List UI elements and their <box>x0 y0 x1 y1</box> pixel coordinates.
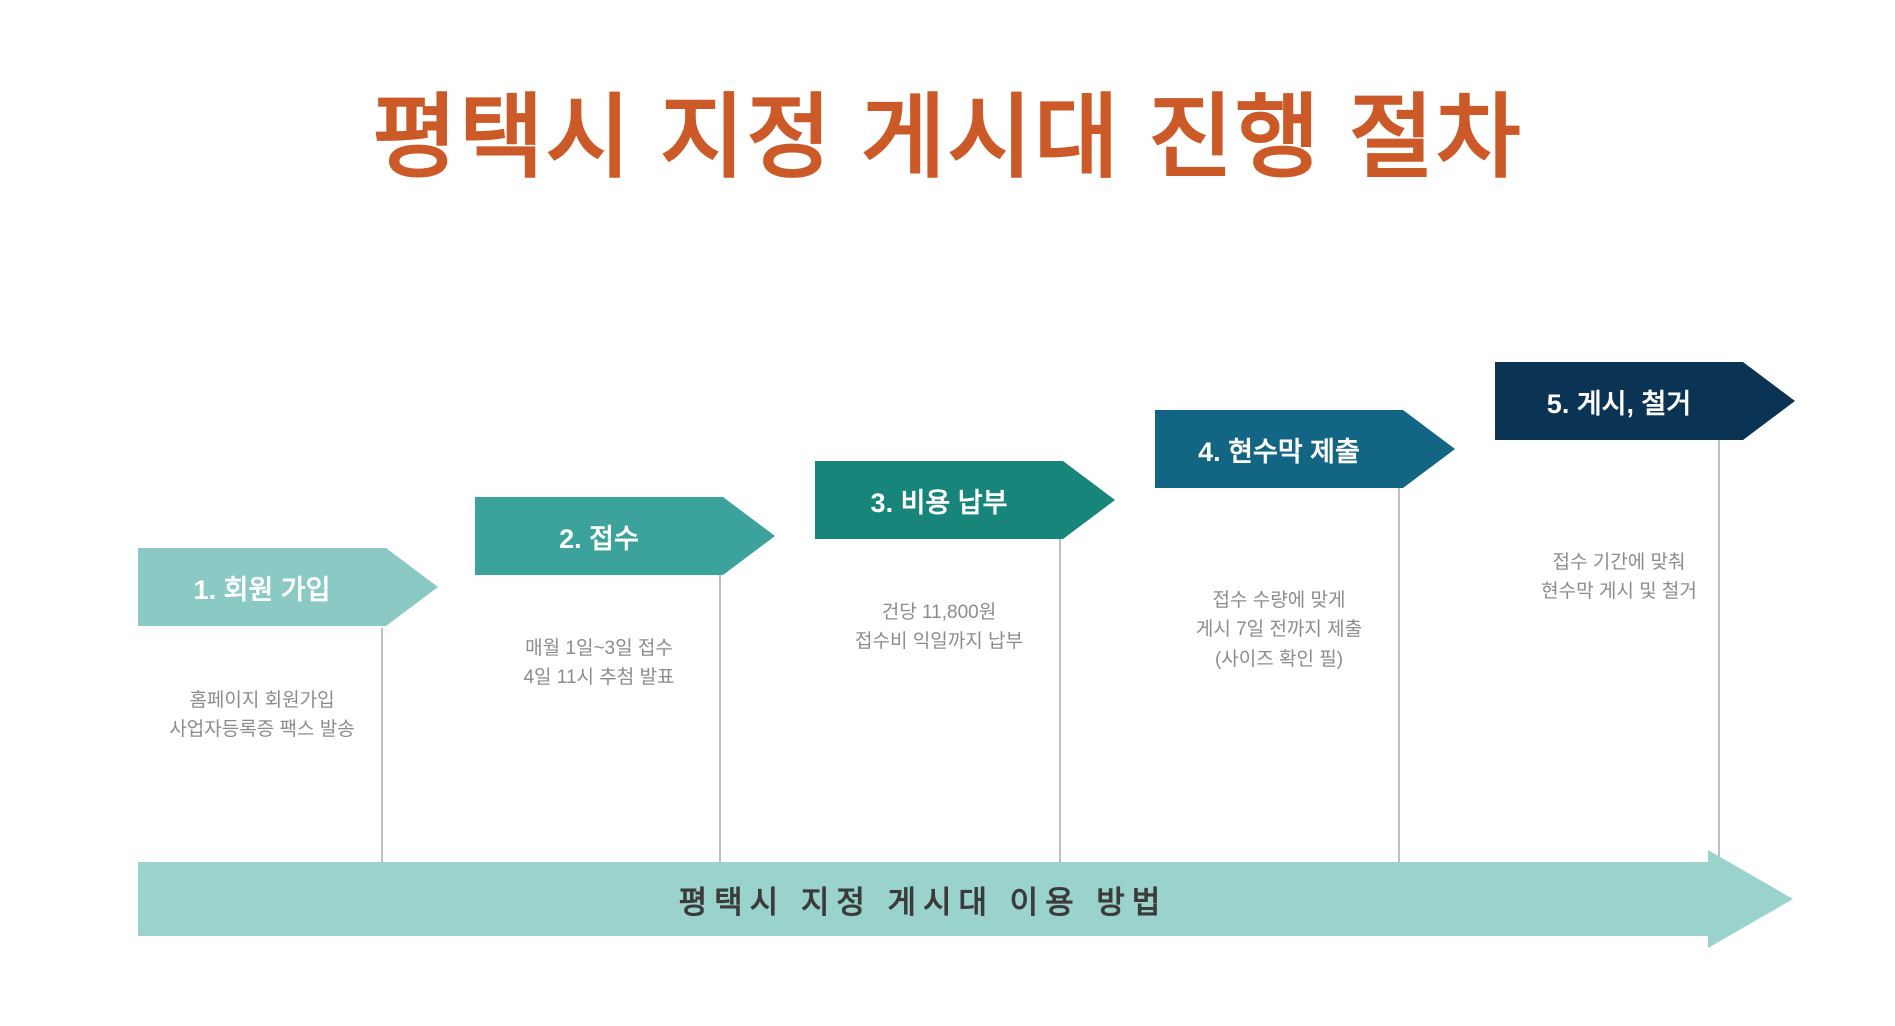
step-2-desc-line-2: 4일 11시 추첨 발표 <box>523 667 675 689</box>
step-4-chevron-tip <box>1403 410 1455 488</box>
process-step-5[interactable]: 5. 게시, 철거 <box>1495 362 1795 440</box>
step-3-chevron-tip <box>1063 461 1115 539</box>
step-2-chevron: 2. 접수 <box>475 497 775 575</box>
step-5-description: 접수 기간에 맞춰 현수막 게시 및 철거 <box>1495 548 1743 607</box>
step-4-desc-line-3: (사이즈 확인 필) <box>1214 648 1344 670</box>
step-2-label: 2. 접수 <box>559 523 639 554</box>
page-title: 평택시 지정 게시대 진행 절차 <box>372 87 1523 189</box>
step-2-desc-line-1: 매월 1일~3일 접수 <box>525 638 673 659</box>
process-step-2[interactable]: 2. 접수 <box>475 497 775 575</box>
step-5-desc-line-2: 현수막 게시 및 철거 <box>1541 581 1697 603</box>
connector-line-3 <box>1059 532 1061 866</box>
step-1-chevron: 1. 회원 가입 <box>138 548 438 626</box>
step-5-chevron: 5. 게시, 철거 <box>1495 362 1795 440</box>
step-3-label: 3. 비용 납부 <box>870 487 1008 518</box>
step-1-chevron-tip <box>386 548 438 626</box>
step-3-chevron: 3. 비용 납부 <box>815 461 1115 539</box>
step-3-desc-line-2: 접수비 익일까지 납부 <box>855 631 1023 653</box>
step-1-chevron-body: 1. 회원 가입 <box>138 548 386 626</box>
step-5-chevron-tip <box>1743 362 1795 440</box>
summary-banner-text: 평택시 지정 게시대 이용 방법 <box>678 884 1168 920</box>
step-1-description: 홈페이지 회원가입 사업자등록증 팩스 발송 <box>138 686 386 745</box>
step-3-desc-line-1: 건당 11,800원 <box>881 602 997 623</box>
step-1-label: 1. 회원 가입 <box>193 574 331 605</box>
step-4-label: 4. 현수막 제출 <box>1198 436 1360 467</box>
step-1-desc-line-2: 사업자등록증 팩스 발송 <box>169 719 355 741</box>
step-2-description: 매월 1일~3일 접수 4일 11시 추첨 발표 <box>475 634 723 693</box>
step-4-desc-line-1: 접수 수량에 맞게 <box>1212 590 1346 611</box>
summary-banner-arrow-tip <box>1708 850 1793 948</box>
connector-line-5 <box>1718 412 1720 866</box>
connector-line-2 <box>719 572 721 866</box>
step-2-chevron-tip <box>723 497 775 575</box>
step-4-description: 접수 수량에 맞게 게시 7일 전까지 제출 (사이즈 확인 필) <box>1155 586 1403 674</box>
step-4-chevron: 4. 현수막 제출 <box>1155 410 1455 488</box>
summary-banner-arrow: 평택시 지정 게시대 이용 방법 <box>138 850 1793 948</box>
connector-line-4 <box>1398 468 1400 866</box>
process-step-3[interactable]: 3. 비용 납부 <box>815 461 1115 539</box>
step-4-desc-line-2: 게시 7일 전까지 제출 <box>1195 619 1363 641</box>
step-2-chevron-body: 2. 접수 <box>475 497 723 575</box>
process-step-4[interactable]: 4. 현수막 제출 <box>1155 410 1455 488</box>
step-5-label: 5. 게시, 철거 <box>1546 388 1692 419</box>
connector-line-1 <box>381 628 383 866</box>
summary-banner-body <box>138 862 1708 936</box>
step-5-chevron-body: 5. 게시, 철거 <box>1495 362 1743 440</box>
process-step-1[interactable]: 1. 회원 가입 <box>138 548 438 626</box>
step-3-chevron-body: 3. 비용 납부 <box>815 461 1063 539</box>
step-5-desc-line-1: 접수 기간에 맞춰 <box>1552 552 1686 573</box>
step-4-chevron-body: 4. 현수막 제출 <box>1155 410 1403 488</box>
step-1-desc-line-1: 홈페이지 회원가입 <box>189 690 335 711</box>
step-3-description: 건당 11,800원 접수비 익일까지 납부 <box>815 598 1063 657</box>
